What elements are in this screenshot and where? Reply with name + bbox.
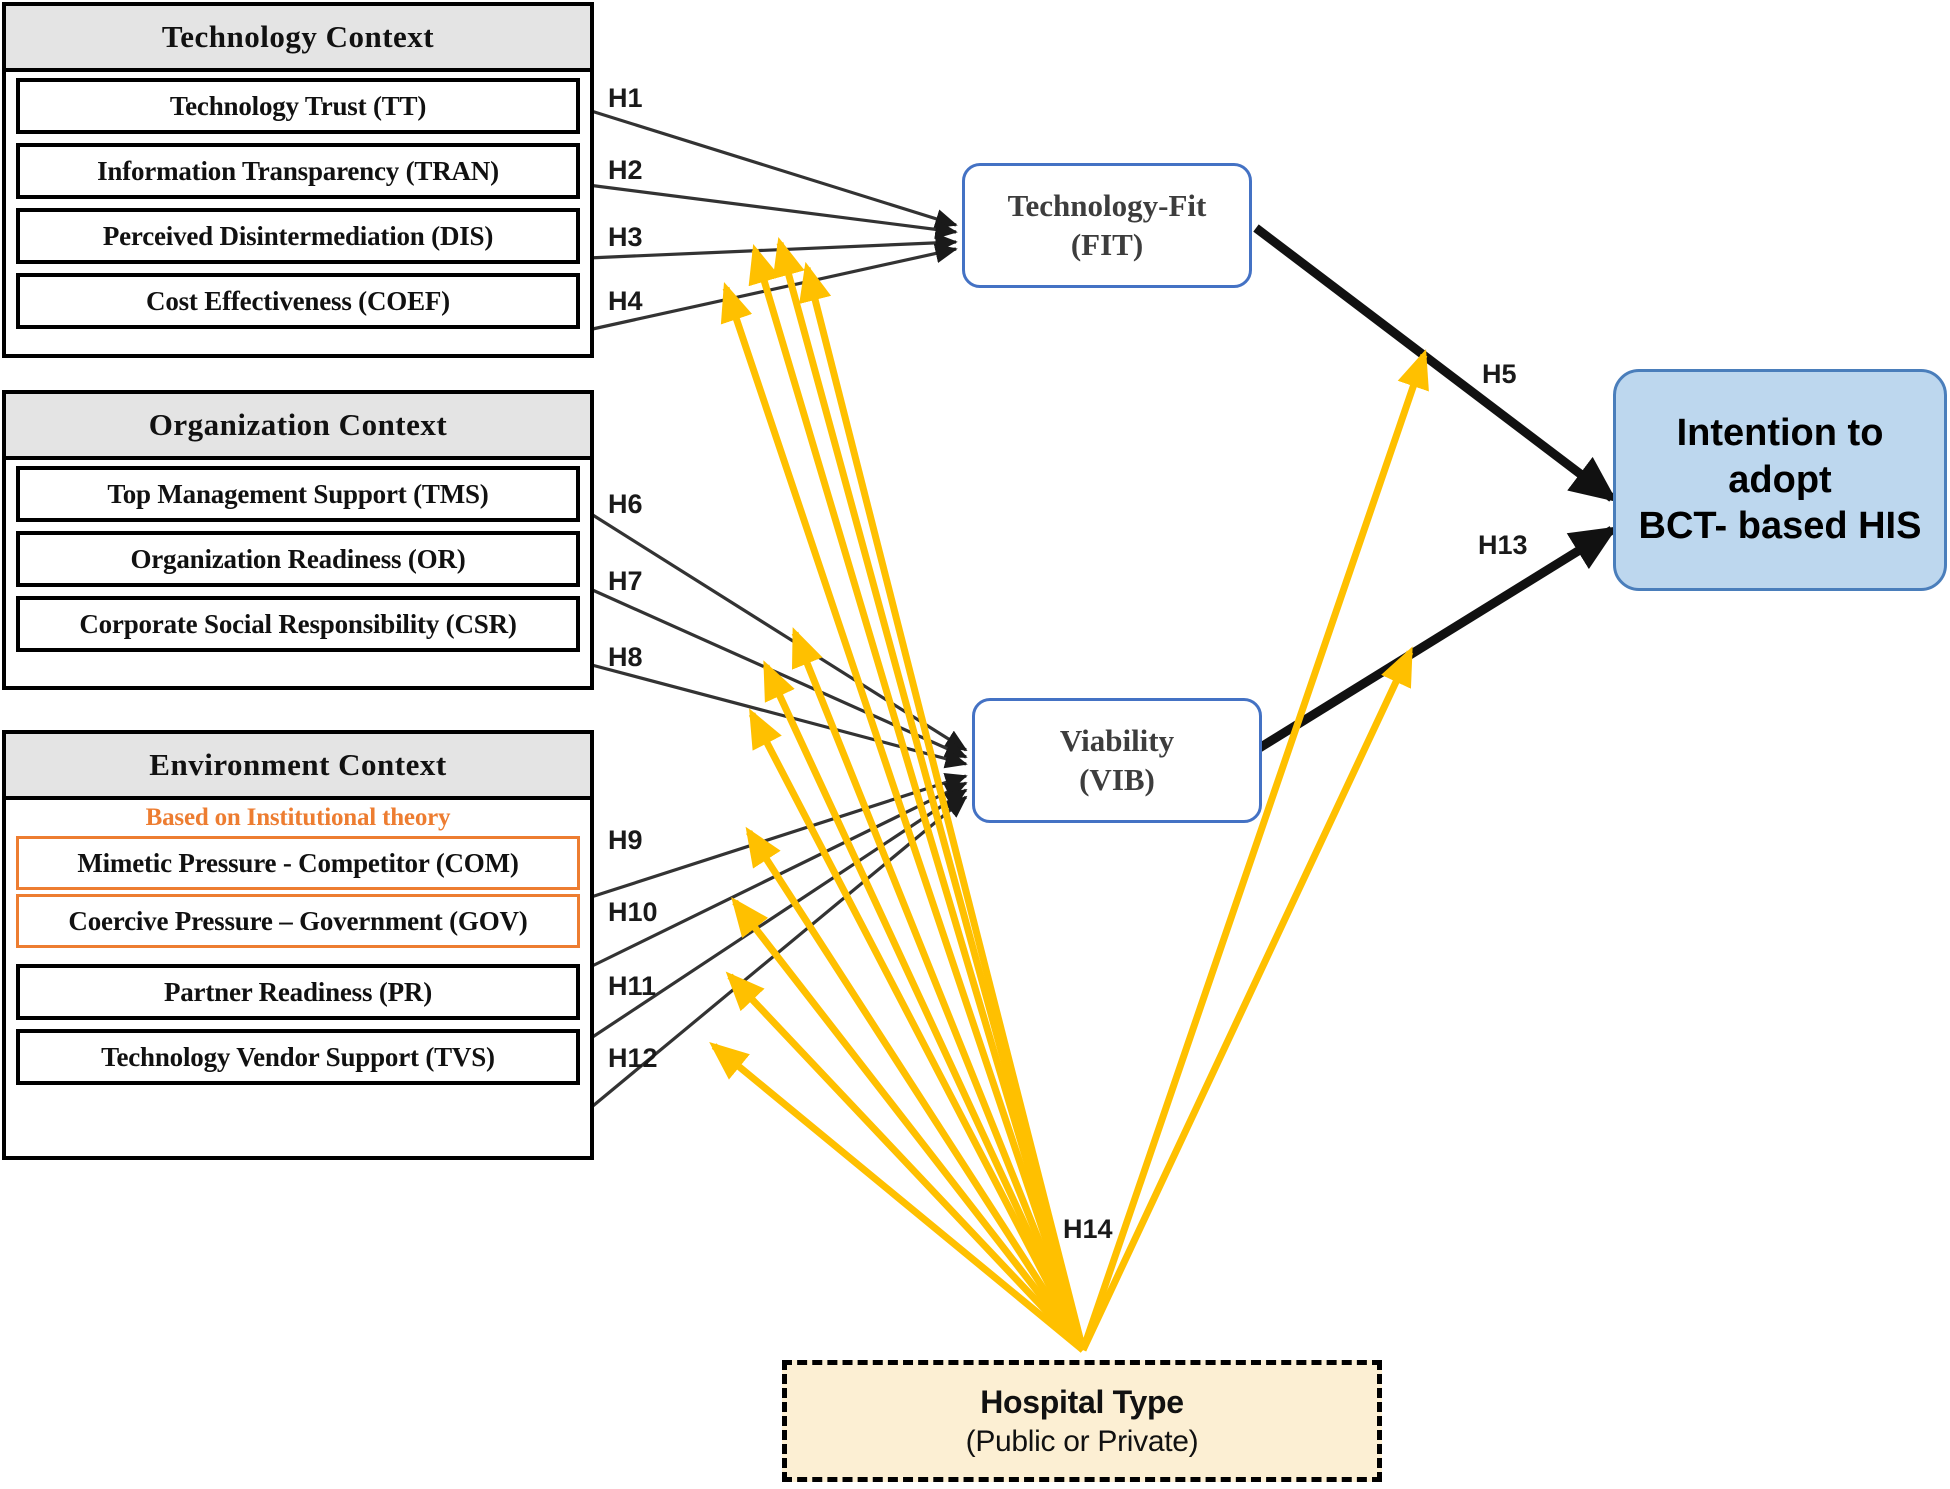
mod-path-h4 [720, 282, 1087, 1352]
hypothesis-label-h4: H4 [608, 286, 643, 316]
node-hospital-type-line2: (Public or Private) [965, 1424, 1199, 1458]
construct-dis[interactable]: Perceived Disintermediation (DIS) [16, 208, 580, 264]
mod-path-h12 [709, 1042, 1086, 1353]
mod-path-h8 [748, 708, 1087, 1352]
path-h2 [587, 183, 958, 240]
group-environment-context: Environment Context Based on Institution… [2, 730, 594, 1160]
construct-tms[interactable]: Top Management Support (TMS) [16, 466, 580, 522]
node-intention-line3: BCT- based HIS [1638, 505, 1922, 548]
group-organization-context: Organization Context Top Management Supp… [2, 390, 594, 690]
node-viability-line1: Viability [1059, 722, 1175, 758]
hypothesis-label-h10: H10 [608, 897, 658, 927]
mod-path-h7 [762, 660, 1087, 1352]
node-technology-fit[interactable]: Technology-Fit (FIT) [962, 163, 1252, 288]
hypothesis-label-h11: H11 [608, 971, 657, 1001]
node-intention-line2: adopt [1728, 458, 1832, 501]
group-organization-body: Top Management Support (TMS) Organizatio… [6, 460, 590, 669]
hypothesis-label-h13: H13 [1478, 530, 1528, 560]
path-group-to-outcome [1237, 224, 1618, 764]
hypothesis-label-h2: H2 [608, 155, 643, 185]
mod-path-h2 [772, 236, 1087, 1351]
construct-pr[interactable]: Partner Readiness (PR) [16, 964, 580, 1020]
mod-path-h5 [1079, 349, 1429, 1352]
institutional-theory-note: Based on Institutional theory [145, 804, 451, 831]
path-h5 [1253, 224, 1618, 502]
path-h3 [587, 233, 958, 260]
hypothesis-label-h6: H6 [608, 489, 643, 519]
hypothesis-label-h8: H8 [608, 642, 643, 672]
group-technology-body: Technology Trust (TT) Information Transp… [6, 72, 590, 346]
construct-tvs[interactable]: Technology Vendor Support (TVS) [16, 1029, 580, 1085]
group-environment-body: Based on Institutional theory Mimetic Pr… [6, 800, 590, 1093]
path-h11 [587, 788, 968, 1042]
node-technology-fit-line1: Technology-Fit [1007, 187, 1207, 223]
node-intention-line1: Intention to [1676, 412, 1884, 455]
construct-csr[interactable]: Corporate Social Responsibility (CSR) [16, 596, 580, 652]
construct-or[interactable]: Organization Readiness (OR) [16, 531, 580, 587]
hypothesis-label-h14: H14 [1063, 1214, 1113, 1244]
construct-tt[interactable]: Technology Trust (TT) [16, 78, 580, 134]
path-group-moderation-h14 [709, 236, 1429, 1353]
group-technology-context: Technology Context Technology Trust (TT)… [2, 2, 594, 358]
mod-path-h10 [731, 897, 1086, 1353]
construct-coef[interactable]: Cost Effectiveness (COEF) [16, 273, 580, 329]
path-h4 [587, 243, 958, 332]
hypothesis-label-h1: H1 [608, 83, 643, 113]
mod-path-h11 [725, 971, 1086, 1353]
hypothesis-label-h5: H5 [1482, 359, 1517, 389]
node-viability-line2: (VIB) [1079, 761, 1155, 797]
hypothesis-label-h3: H3 [608, 222, 643, 252]
hypothesis-label-h9: H9 [608, 825, 643, 855]
mod-path-h9 [745, 826, 1086, 1352]
path-h6 [587, 510, 968, 752]
node-hospital-type[interactable]: Hospital Type (Public or Private) [782, 1360, 1382, 1482]
node-hospital-type-line1: Hospital Type [980, 1383, 1184, 1420]
mod-path-h3 [748, 243, 1087, 1352]
group-organization-header: Organization Context [6, 394, 590, 460]
group-environment-header: Environment Context [6, 734, 590, 800]
group-technology-header: Technology Context [6, 6, 590, 72]
node-intention-to-adopt[interactable]: Intention to adopt BCT- based HIS [1613, 369, 1947, 591]
mod-path-h6 [791, 627, 1087, 1352]
hypothesis-label-h12: H12 [608, 1043, 658, 1073]
node-technology-fit-line2: (FIT) [1070, 226, 1144, 262]
path-h1 [587, 108, 958, 229]
construct-tran[interactable]: Information Transparency (TRAN) [16, 143, 580, 199]
construct-com[interactable]: Mimetic Pressure - Competitor (COM) [16, 836, 580, 890]
hypothesis-label-h7: H7 [608, 566, 643, 596]
mod-path-h13 [1079, 646, 1414, 1352]
construct-gov[interactable]: Coercive Pressure – Government (GOV) [16, 894, 580, 948]
node-viability[interactable]: Viability (VIB) [972, 698, 1262, 823]
